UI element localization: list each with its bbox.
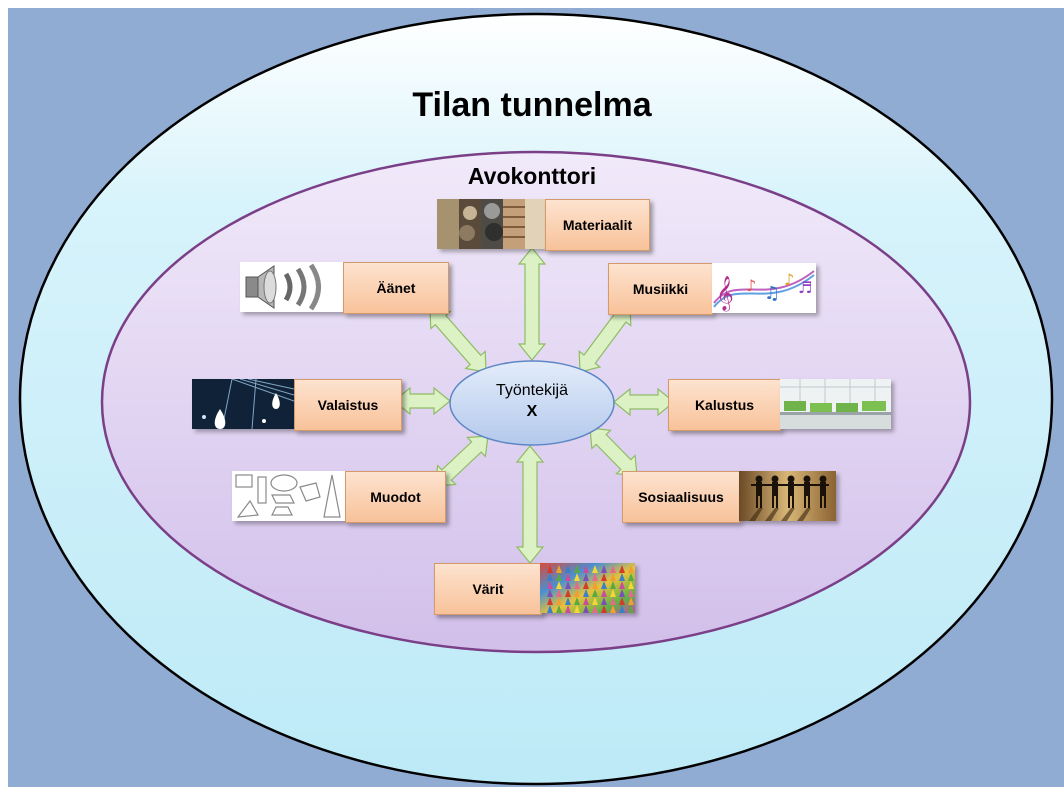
factor-box-aanet: Äänet [343,262,449,314]
svg-text:♫: ♫ [764,283,780,304]
arrows-group [393,247,675,564]
colored-pencils-icon [540,563,635,613]
people-chain-icon [739,471,836,521]
factor-box-musiikki: Musiikki [608,263,713,315]
material-texture-icon [437,199,545,249]
factor-box-materiaalit: Materiaalit [545,199,650,251]
inner-title: Avokonttori [467,163,597,189]
speaker-icon [240,262,343,312]
factor-box-kalustus: Kalustus [668,379,781,431]
svg-text:𝄞: 𝄞 [716,276,734,312]
factor-box-valaistus: Valaistus [294,379,402,431]
svg-text:♪: ♪ [784,270,794,289]
center-label-line1: Työntekijä [495,382,569,399]
factor-box-varit: Värit [434,563,542,615]
factor-box-muodot: Muodot [345,471,446,523]
center-label: Työntekijä X [452,380,612,422]
ceiling-lamps-icon [192,379,294,429]
outer-title: Tilan tunnelma [412,86,652,124]
center-ellipse [449,360,615,446]
office-desks-icon [780,379,891,429]
music-notes-icon: 𝄞 ♪ ♫ ♪ ♬ [712,263,816,313]
center-label-line2: X [526,403,538,420]
factor-box-sosiaalisuus: Sosiaalisuus [622,471,740,523]
shapes-icon [232,471,345,521]
svg-text:♪: ♪ [746,276,756,295]
svg-text:♬: ♬ [798,278,812,297]
